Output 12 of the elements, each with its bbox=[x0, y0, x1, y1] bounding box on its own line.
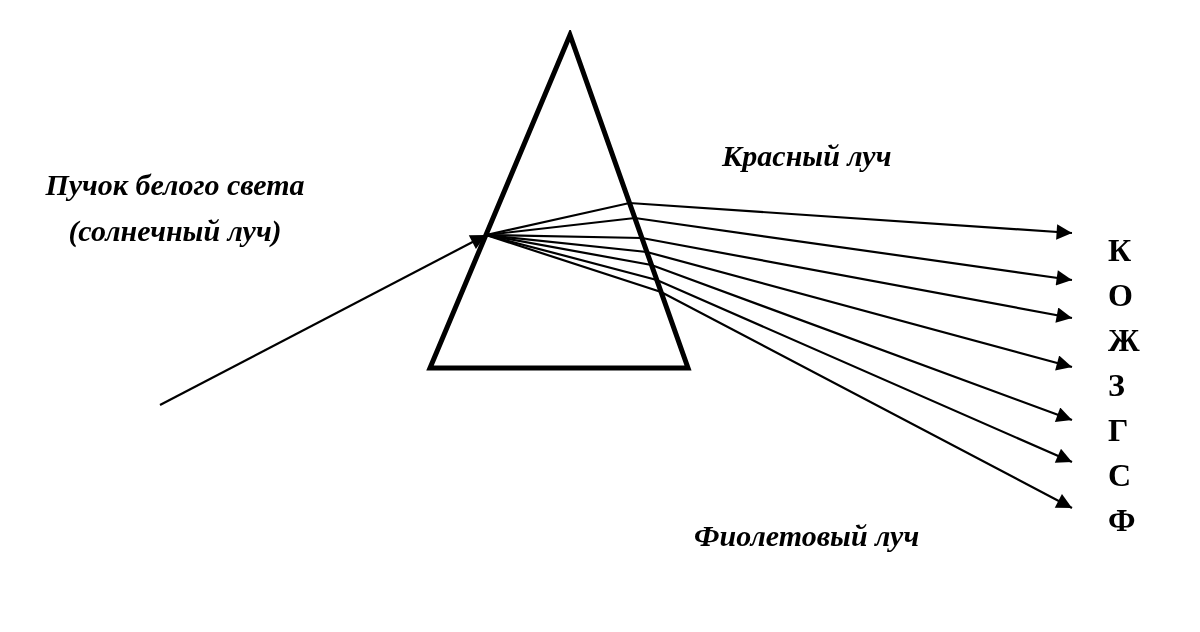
prism-drawing bbox=[424, 30, 694, 374]
color-letter: Г bbox=[1072, 406, 1162, 454]
color-letter: З bbox=[1072, 361, 1162, 409]
ray-label: Красный луч bbox=[722, 138, 893, 174]
ray-label: Фиолетовый луч bbox=[694, 518, 921, 554]
color-letter: С bbox=[1072, 451, 1162, 499]
light-ray-arrow bbox=[485, 233, 1073, 509]
color-letter: К bbox=[1072, 226, 1162, 274]
color-letter: Ф bbox=[1072, 496, 1162, 544]
color-letter: Ж bbox=[1072, 316, 1162, 364]
ray-label: Пучок белого света (солнечный луч) bbox=[44, 167, 306, 249]
color-letter: О bbox=[1072, 271, 1162, 319]
